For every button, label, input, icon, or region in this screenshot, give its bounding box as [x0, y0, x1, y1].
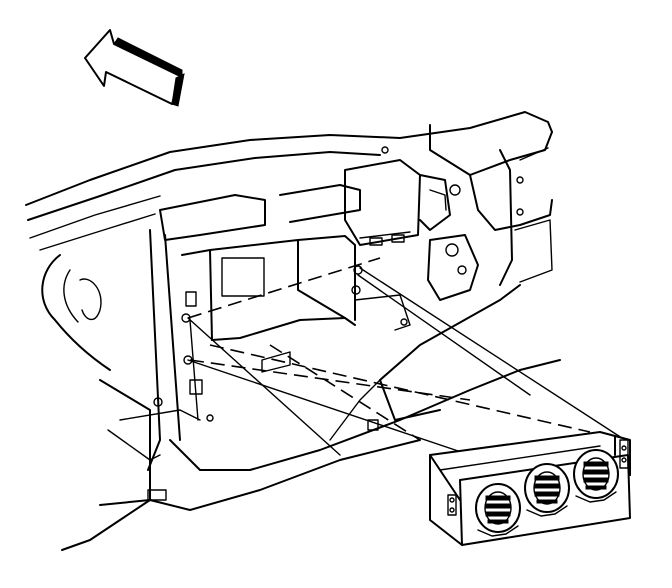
alignment-guide-lines — [187, 257, 626, 456]
control-knob-right — [573, 449, 619, 503]
radio-mounting-bracket — [181, 235, 411, 421]
control-knobs — [475, 449, 619, 537]
control-knob-left — [475, 483, 521, 537]
control-knob-center — [524, 463, 570, 517]
direction-arrow — [84, 29, 185, 107]
instrument-panel-carrier — [25, 111, 561, 551]
